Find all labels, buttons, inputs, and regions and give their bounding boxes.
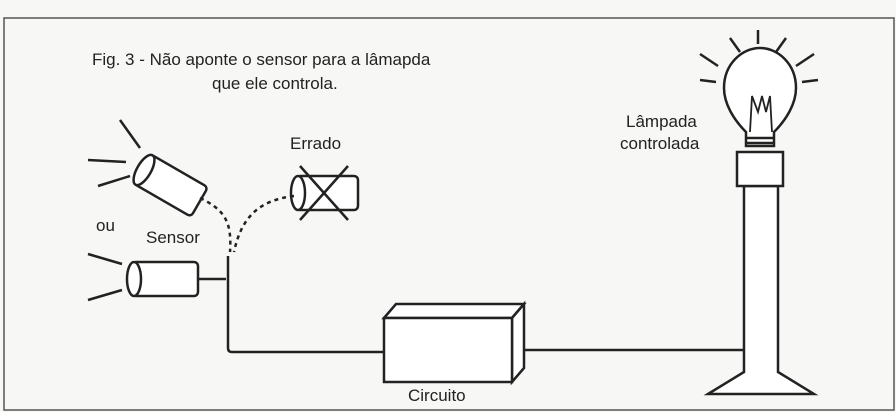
figure-frame bbox=[3, 17, 895, 411]
sensor-crossed-icon bbox=[289, 165, 360, 221]
caption-line-2: que ele controla. bbox=[212, 74, 338, 93]
dashed-connections bbox=[199, 194, 295, 253]
sensor-angled-icon bbox=[132, 153, 208, 217]
circuit-box-icon bbox=[381, 300, 527, 386]
figure-caption: Fig. 3 - Não aponte o sensor para a lâma… bbox=[92, 48, 492, 96]
sensor-horizontal-icon bbox=[125, 260, 200, 298]
lamp-label-line-2: controlada bbox=[620, 134, 700, 153]
or-label: ou bbox=[96, 216, 115, 235]
sensor-horizontal-rays bbox=[87, 252, 123, 302]
sensor-label: Sensor bbox=[146, 228, 200, 247]
wrong-label: Errado bbox=[290, 134, 342, 153]
light-rays bbox=[699, 30, 819, 84]
caption-line-1: Fig. 3 - Não aponte o sensor para a lâma… bbox=[92, 50, 431, 69]
light-bulb-icon bbox=[722, 46, 798, 148]
lamp-stand bbox=[703, 150, 819, 396]
lamp-label-line-1: Lâmpada bbox=[626, 112, 697, 131]
wiring bbox=[198, 256, 744, 354]
circuit-label: Circuito bbox=[408, 386, 466, 405]
sensor-angled-rays bbox=[87, 119, 142, 188]
